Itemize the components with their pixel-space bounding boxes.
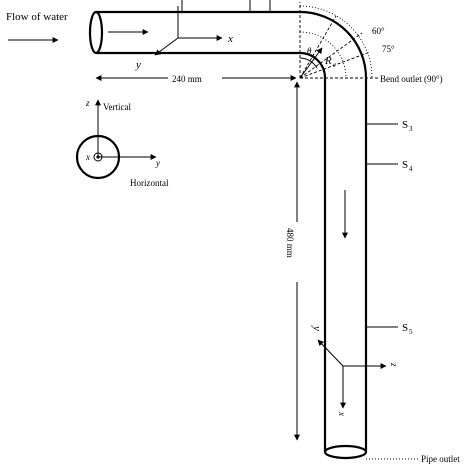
angle-75-label: 75° bbox=[382, 44, 395, 54]
sensor-s5-subscript: 5 bbox=[409, 328, 413, 336]
sensor-s5-label: S bbox=[402, 322, 408, 334]
sensor-s3-label: S bbox=[402, 119, 408, 131]
axis-x-label-vertical-pipe: x bbox=[337, 411, 347, 416]
inset-horizontal-label: Horizontal bbox=[130, 178, 169, 188]
angle-60-label: 60° bbox=[372, 26, 385, 36]
inset-axis-z-label: z bbox=[85, 98, 90, 108]
pipe-bend bbox=[299, 10, 368, 79]
axis-y-label: y bbox=[135, 59, 141, 71]
inset-axis-y-label: y bbox=[155, 158, 160, 168]
flow-of-water-label: Flow of water bbox=[6, 11, 68, 23]
cross-section-inset bbox=[75, 99, 157, 180]
axis-x-label: x bbox=[227, 33, 233, 45]
dim-240-label: 240 mm bbox=[172, 74, 202, 84]
axis-z-label-vertical-pipe: z bbox=[389, 362, 399, 367]
pipe-outlet-label: Pipe outlet bbox=[421, 454, 460, 464]
axes-vertical-pipe bbox=[317, 339, 387, 409]
bend-outlet-label: Bend outlet (90°) bbox=[380, 74, 443, 84]
inset-axis-x-label: x bbox=[85, 152, 90, 162]
radius-subscript: c bbox=[333, 61, 337, 69]
radius-arrow bbox=[299, 47, 323, 79]
radius-label: R bbox=[324, 55, 332, 67]
horizontal-pipe bbox=[88, 10, 300, 55]
axes-horizontal-pipe bbox=[154, 6, 223, 56]
theta-label: θ bbox=[307, 46, 312, 56]
angle-markings bbox=[299, 2, 373, 79]
sensor-s3-subscript: 3 bbox=[409, 125, 413, 133]
sensor-s4-subscript: 4 bbox=[409, 165, 413, 173]
dim-480-label: 480 mm bbox=[285, 228, 295, 258]
vertical-pipe bbox=[323, 78, 368, 460]
axis-y-label-vertical-pipe: y bbox=[311, 325, 323, 331]
sensor-ticks bbox=[366, 123, 398, 328]
inset-vertical-label: Vertical bbox=[103, 102, 131, 112]
sensor-s4-label: S bbox=[402, 159, 408, 171]
